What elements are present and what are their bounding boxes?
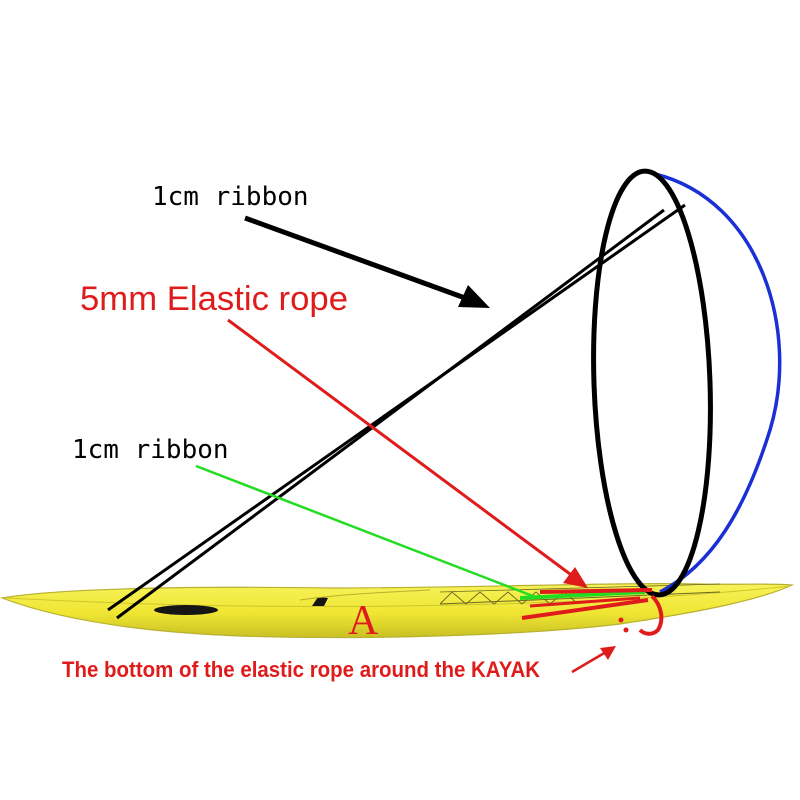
pole-upper <box>107 203 686 612</box>
red-mark-1 <box>539 588 653 594</box>
red-attachment-marks <box>521 588 664 636</box>
ribbon-middle-line <box>195 464 646 600</box>
kayak-cockpit <box>154 605 218 615</box>
pole-lower <box>116 208 665 620</box>
kayak-deck-hatch <box>299 589 431 601</box>
sail-hoop <box>591 168 713 598</box>
kayak-deck-line <box>5 585 791 608</box>
red-mark-3 <box>529 596 641 608</box>
kayak <box>0 582 795 639</box>
elastic-rope-arc <box>654 172 782 594</box>
deck-bungee-lines <box>439 591 579 605</box>
red-hook <box>638 594 664 636</box>
deck-line-front <box>439 591 721 605</box>
label-elastic-rope: 5mm Elastic rope <box>80 280 348 318</box>
red-dot-2 <box>623 627 629 633</box>
kayak-seat-back <box>312 597 328 606</box>
red-mark-2 <box>521 598 649 620</box>
sail-poles <box>107 203 686 620</box>
label-ribbon-top: 1cm ribbon <box>152 182 309 212</box>
ribbon-top-arrow <box>244 215 490 308</box>
red-dot-1 <box>618 617 624 623</box>
label-bottom-note: The bottom of the elastic rope around th… <box>62 657 540 682</box>
label-ribbon-middle: 1cm ribbon <box>72 435 229 465</box>
elastic-rope-arrow <box>227 318 588 588</box>
label-kayak-marker: A <box>348 598 379 644</box>
bottom-note-arrow <box>571 646 616 674</box>
